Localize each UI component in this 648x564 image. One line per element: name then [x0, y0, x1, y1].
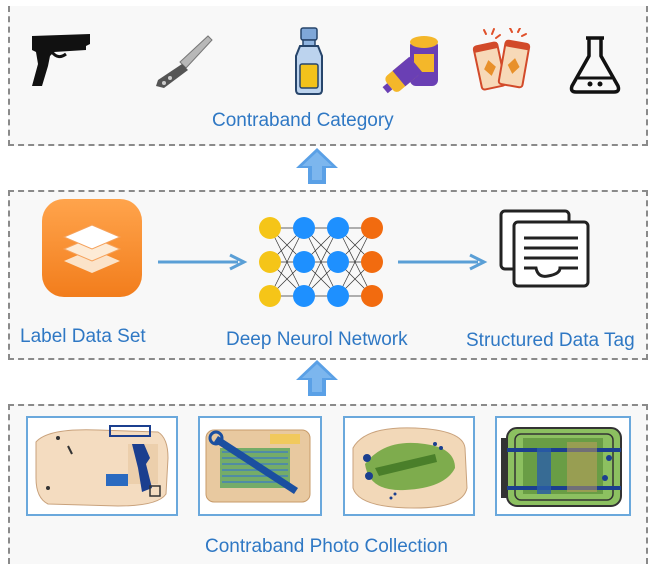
xray-photo-3 [343, 416, 475, 516]
right-arrow-icon [398, 253, 488, 271]
contraband-photo-collection-caption: Contraband Photo Collection [205, 536, 448, 557]
battery-icon [382, 36, 438, 94]
flask-icon [569, 36, 621, 94]
document-icon [499, 209, 590, 288]
gun-icon [32, 34, 90, 86]
structured-data-tag-caption: Structured Data Tag [466, 330, 635, 351]
up-arrow-icon [296, 360, 338, 396]
xray-photo-1 [26, 416, 178, 516]
label-data-set-caption: Label Data Set [20, 326, 146, 347]
knife-icon [156, 35, 213, 88]
up-arrow-icon [296, 148, 338, 184]
right-arrow-icon [158, 253, 248, 271]
xray-photo-2 [198, 416, 322, 516]
contraband-category-panel [8, 6, 648, 146]
bottle-icon [295, 27, 323, 95]
fireworks-icon [472, 28, 531, 91]
contraband-category-caption: Contraband Category [212, 110, 394, 131]
neural-network-icon [259, 217, 383, 307]
stack-icon [42, 199, 142, 297]
xray-photo-4 [495, 416, 631, 516]
deep-neurol-network-caption: Deep Neurol Network [226, 329, 408, 350]
